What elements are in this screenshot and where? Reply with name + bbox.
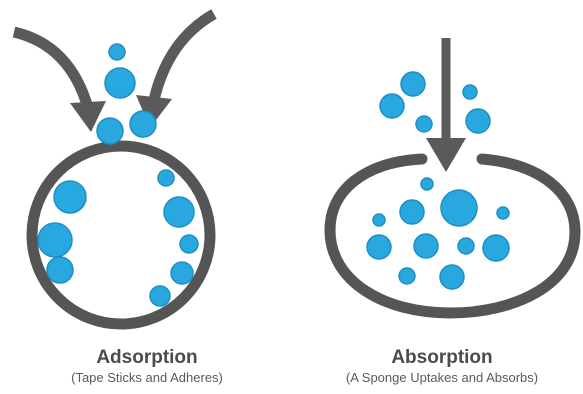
molecule-icon bbox=[54, 181, 86, 213]
molecule-icon bbox=[373, 214, 385, 226]
molecule-icon bbox=[164, 197, 194, 227]
molecule-icon bbox=[441, 190, 477, 226]
molecule-icon bbox=[97, 118, 123, 144]
molecule-icon bbox=[416, 116, 432, 132]
molecule-icon bbox=[400, 200, 424, 224]
molecule-icon bbox=[367, 235, 391, 259]
adsorption-subtitle: (Tape Sticks and Adheres) bbox=[52, 369, 242, 387]
molecule-icon bbox=[458, 238, 474, 254]
adsorbed-molecules bbox=[38, 170, 198, 306]
molecule-icon bbox=[380, 94, 404, 118]
molecule-icon bbox=[497, 207, 509, 219]
absorption-caption: Absorption (A Sponge Uptakes and Absorbs… bbox=[304, 347, 580, 387]
molecule-icon bbox=[171, 262, 193, 284]
molecule-icon bbox=[180, 235, 198, 253]
adsorption-caption: Adsorption (Tape Sticks and Adheres) bbox=[52, 347, 242, 387]
molecule-icon bbox=[399, 268, 415, 284]
molecule-icon bbox=[466, 109, 490, 133]
molecule-icon bbox=[440, 265, 464, 289]
absorbent-body bbox=[330, 159, 575, 313]
molecule-icon bbox=[158, 170, 174, 186]
incoming-molecules-absorb bbox=[380, 72, 490, 133]
adsorption-panel bbox=[14, 14, 214, 324]
right-arrow-icon bbox=[136, 14, 214, 128]
adsorption-title: Adsorption bbox=[52, 347, 242, 369]
incoming-molecules bbox=[97, 44, 156, 144]
molecule-icon bbox=[130, 111, 156, 137]
molecule-icon bbox=[483, 235, 509, 261]
molecule-icon bbox=[463, 85, 477, 99]
absorption-panel bbox=[330, 38, 575, 313]
left-arrow-icon bbox=[14, 32, 106, 132]
absorbed-molecules bbox=[367, 178, 509, 289]
molecule-icon bbox=[421, 178, 433, 190]
absorption-subtitle: (A Sponge Uptakes and Absorbs) bbox=[304, 369, 580, 387]
down-arrow-icon bbox=[426, 38, 466, 172]
molecule-icon bbox=[414, 234, 438, 258]
molecule-icon bbox=[109, 44, 125, 60]
molecule-icon bbox=[150, 286, 170, 306]
molecule-icon bbox=[47, 257, 73, 283]
molecule-icon bbox=[38, 223, 72, 257]
molecule-icon bbox=[105, 68, 135, 98]
molecule-icon bbox=[401, 72, 425, 96]
absorption-title: Absorption bbox=[304, 347, 580, 369]
